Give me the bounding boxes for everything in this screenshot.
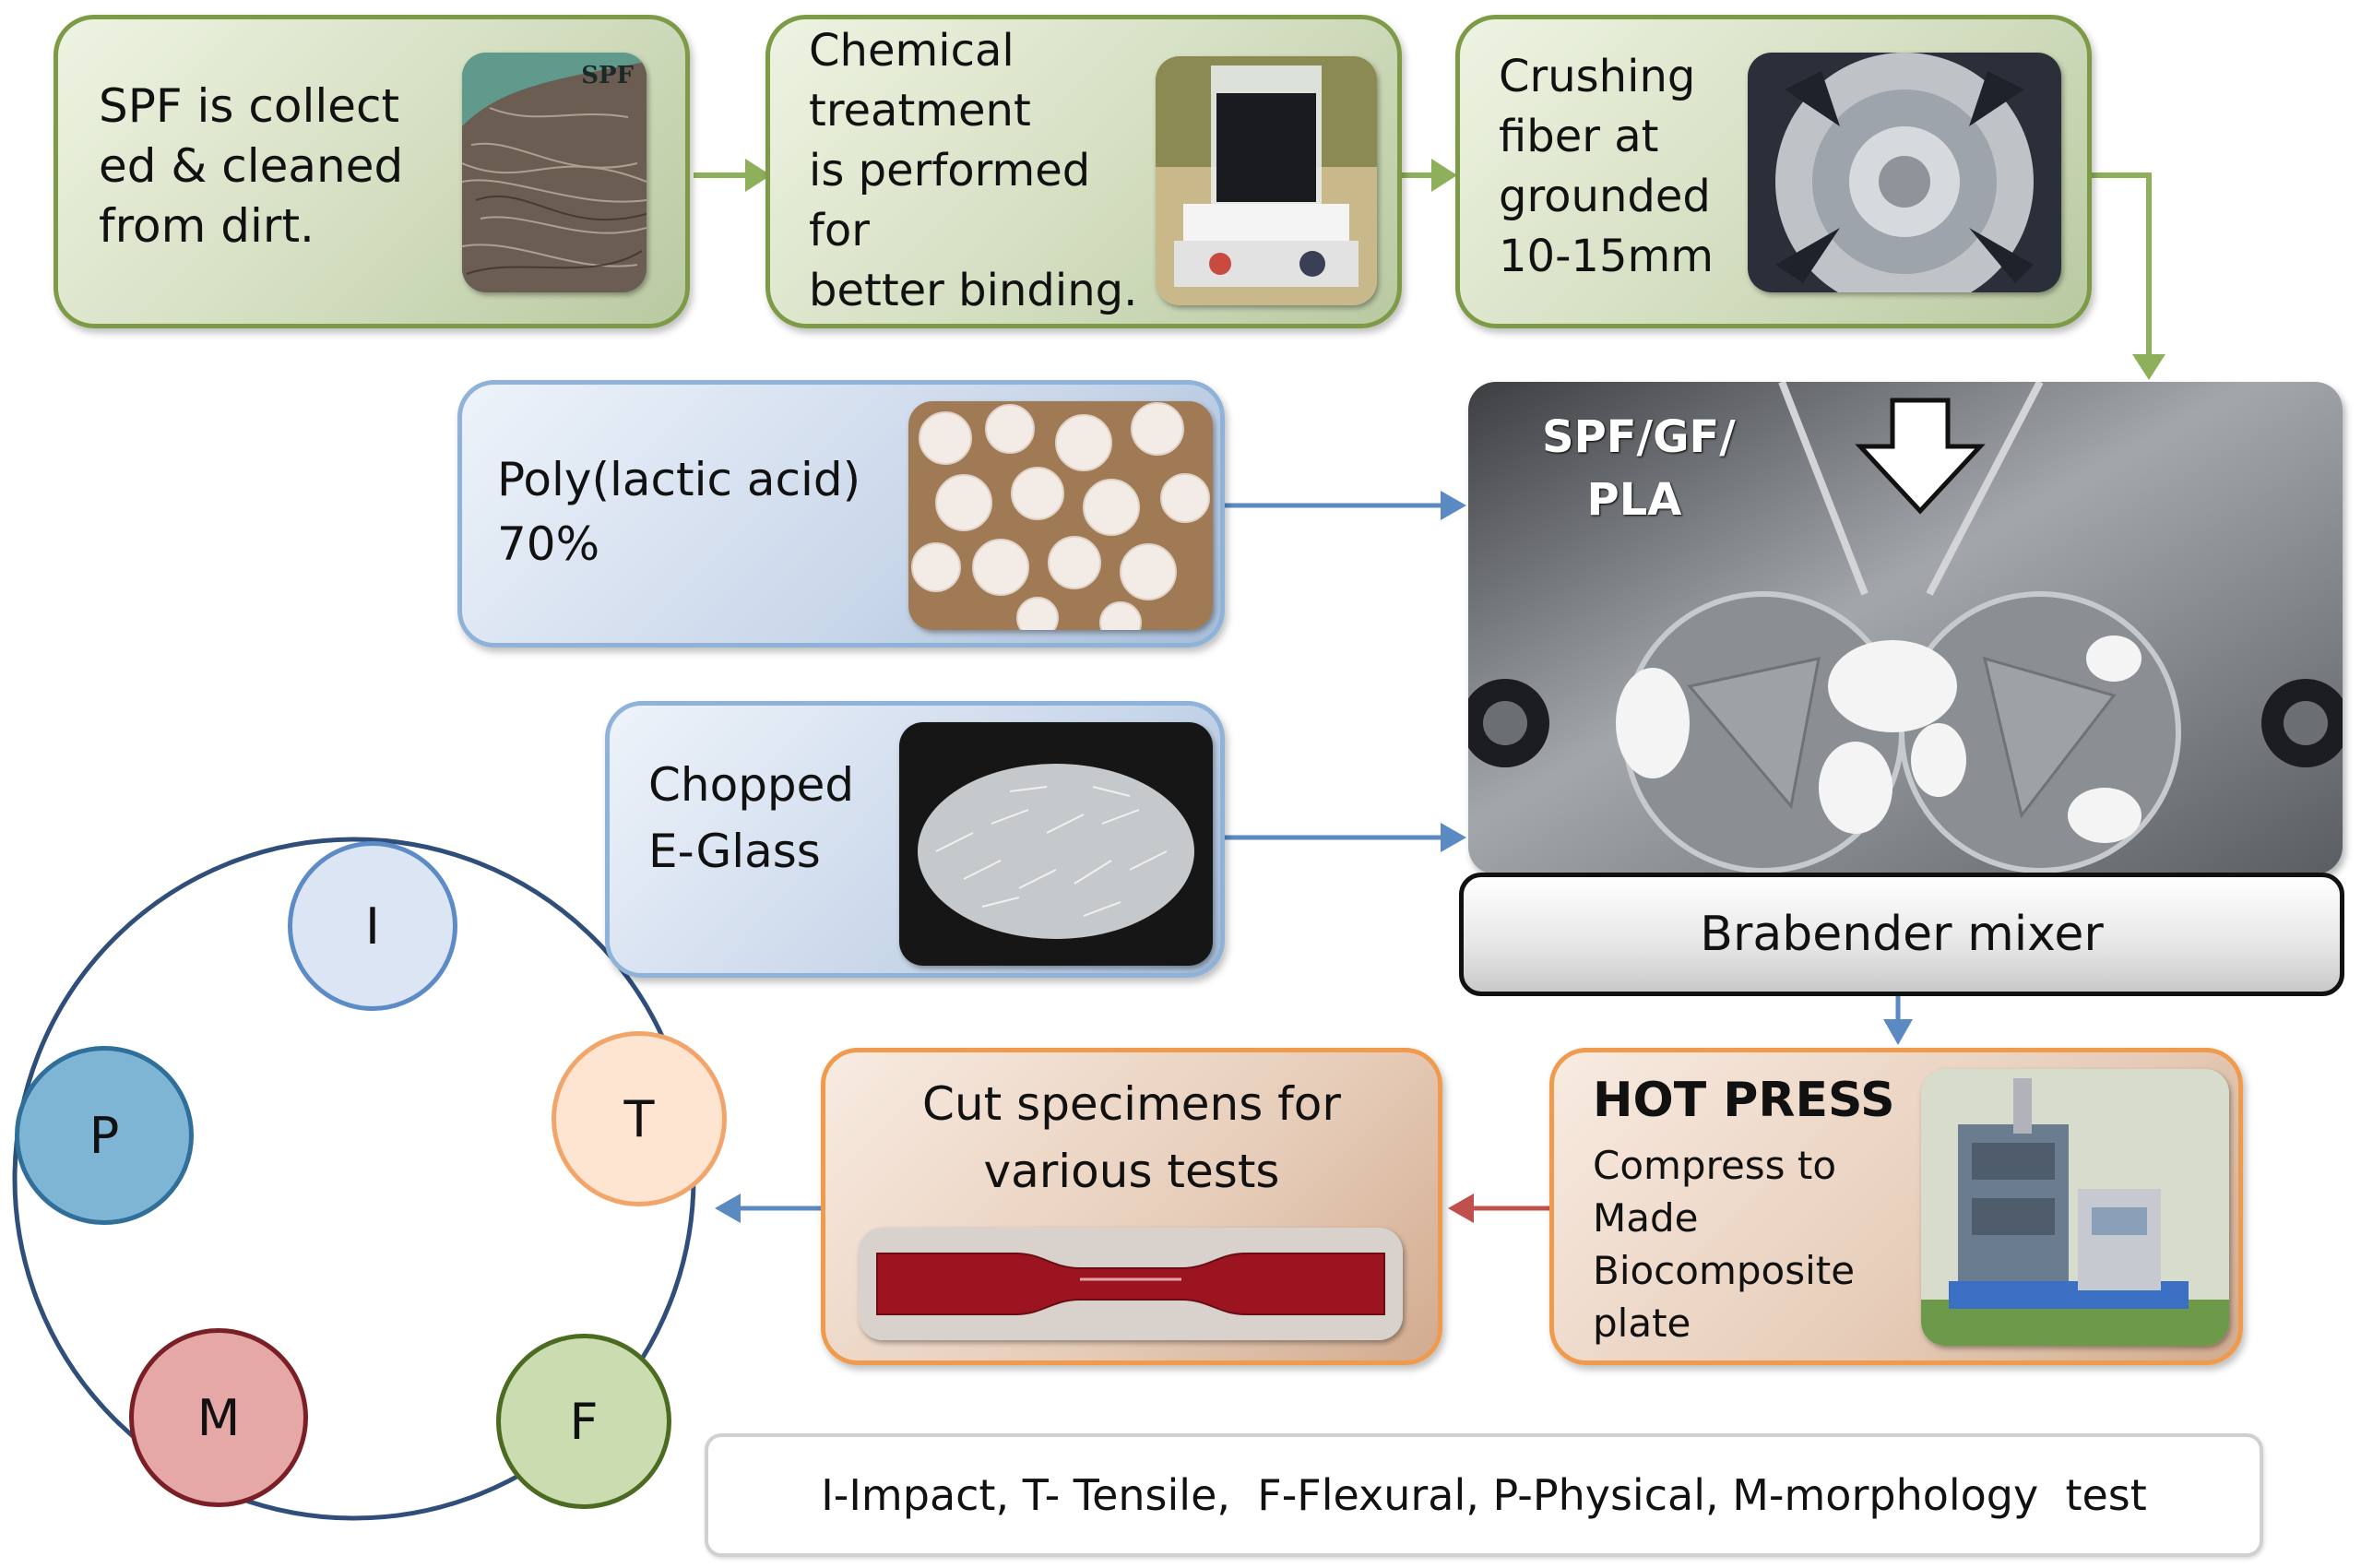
arrow-cut-to-tests: [715, 1194, 821, 1223]
chemical-beaker-photo: [1156, 56, 1377, 305]
down-arrow-icon: [1855, 398, 1986, 515]
step-glass-box: Chopped E-Glass: [605, 701, 1225, 978]
mixer-label-box: Brabender mixer: [1459, 873, 2344, 996]
test-node-physical: P: [15, 1046, 194, 1225]
step-collect-text: SPF is collect ed & cleaned from dirt.: [99, 79, 404, 253]
test-node-letter: T: [623, 1089, 655, 1148]
hotpress-text: Compress to Made Biocomposite plate: [1593, 1143, 1856, 1346]
mixer-overlay-label: SPF/GF/ PLA: [1542, 411, 1736, 526]
step-chemical-box: Chemical treatment is performed for bett…: [765, 15, 1402, 328]
test-node-letter: P: [89, 1106, 120, 1165]
step-chemical-text: Chemical treatment is performed for bett…: [809, 25, 1138, 316]
crusher-blade-photo: [1748, 53, 2061, 292]
arrow-glass-to-mixer: [1225, 823, 1466, 852]
specimen-photo: [859, 1228, 1403, 1340]
step-pla-text: Poly(lactic acid) 70%: [497, 453, 861, 571]
arrow-collect-to-chemical: [694, 159, 771, 192]
step-glass-text: Chopped E-Glass: [648, 758, 855, 878]
spf-fiber-photo: SPF: [462, 53, 647, 292]
test-node-letter: F: [569, 1392, 599, 1451]
arrow-pla-to-mixer: [1225, 491, 1466, 520]
test-node-impact: I: [288, 841, 457, 1011]
hot-press-machine-photo: [1921, 1069, 2229, 1346]
step-pla-box: Poly(lactic acid) 70%: [457, 380, 1225, 647]
test-node-flexural: F: [496, 1334, 671, 1509]
arrow-chemical-to-crushing: [1402, 159, 1457, 192]
spf-photo-label: SPF: [581, 62, 634, 89]
mixer-photo: SPF/GF/ PLA: [1468, 382, 2343, 874]
step-crushing-text: Crushing fiber at grounded 10-15mm: [1499, 51, 1714, 282]
step-cut-box: Cut specimens for various tests: [821, 1048, 1442, 1365]
test-node-letter: I: [365, 897, 380, 956]
test-legend: I-Impact, T- Tensile, F-Flexural, P-Phys…: [821, 1470, 2147, 1520]
arrow-crushing-to-mixer: [2092, 172, 2165, 380]
step-hotpress-box: HOT PRESS Compress to Made Biocomposite …: [1549, 1048, 2243, 1365]
pla-pellets-photo: [908, 401, 1213, 630]
test-node-tensile: T: [552, 1031, 727, 1206]
step-cut-text: Cut specimens for various tests: [922, 1077, 1341, 1198]
test-legend-box: I-Impact, T- Tensile, F-Flexural, P-Phys…: [705, 1433, 2263, 1557]
test-node-letter: M: [196, 1388, 241, 1447]
hotpress-title: HOT PRESS: [1593, 1073, 1895, 1128]
step-collect-box: SPF is collect ed & cleaned from dirt. S…: [53, 15, 690, 328]
arrow-mixer-to-hotpress: [1883, 996, 1913, 1045]
e-glass-fiber-photo: [899, 722, 1213, 966]
step-crushing-box: Crushing fiber at grounded 10-15mm: [1455, 15, 2092, 328]
mixer-label: Brabender mixer: [1700, 907, 2104, 962]
arrow-hotpress-to-cut: [1448, 1194, 1549, 1223]
test-node-morphology: M: [129, 1328, 308, 1507]
